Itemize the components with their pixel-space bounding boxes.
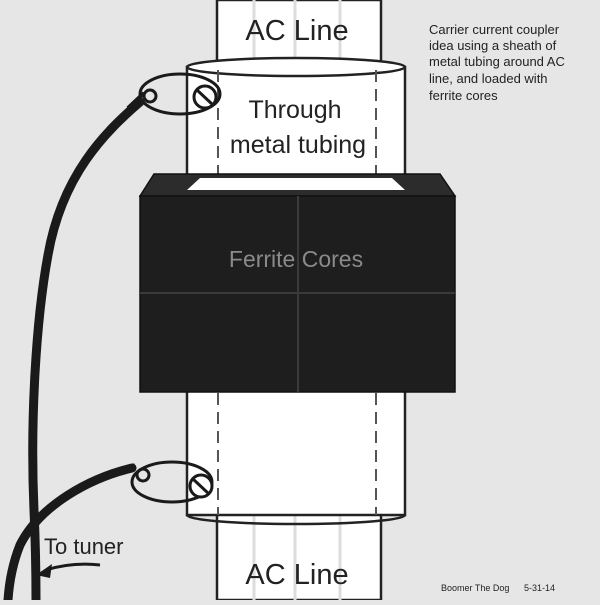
tuner-label: To tuner — [44, 534, 124, 559]
bottom-clamp — [130, 460, 214, 504]
caption-line: line, and loaded with — [429, 71, 548, 86]
caption: Carrier current coupler idea using a she… — [429, 22, 565, 103]
top-clamp — [138, 72, 222, 116]
ferrite-label: Ferrite Cores — [229, 246, 363, 272]
caption-line: idea using a sheath of — [429, 38, 557, 53]
caption-line: metal tubing around AC — [429, 54, 565, 69]
ac-line-bottom-label: AC Line — [245, 559, 348, 591]
caption-line: ferrite cores — [429, 88, 498, 103]
author-label: Boomer The Dog — [441, 583, 509, 593]
date-label: 5-31-14 — [524, 583, 555, 593]
tuner-arrow — [36, 562, 101, 578]
caption-line: Carrier current coupler — [429, 22, 560, 37]
tubing-label-line1: Through — [248, 96, 341, 124]
coax-wires — [3, 91, 146, 605]
ac-line-top-label: AC Line — [245, 15, 348, 47]
ferrite-cores — [138, 173, 457, 393]
tubing-label-line2: metal tubing — [230, 131, 366, 159]
